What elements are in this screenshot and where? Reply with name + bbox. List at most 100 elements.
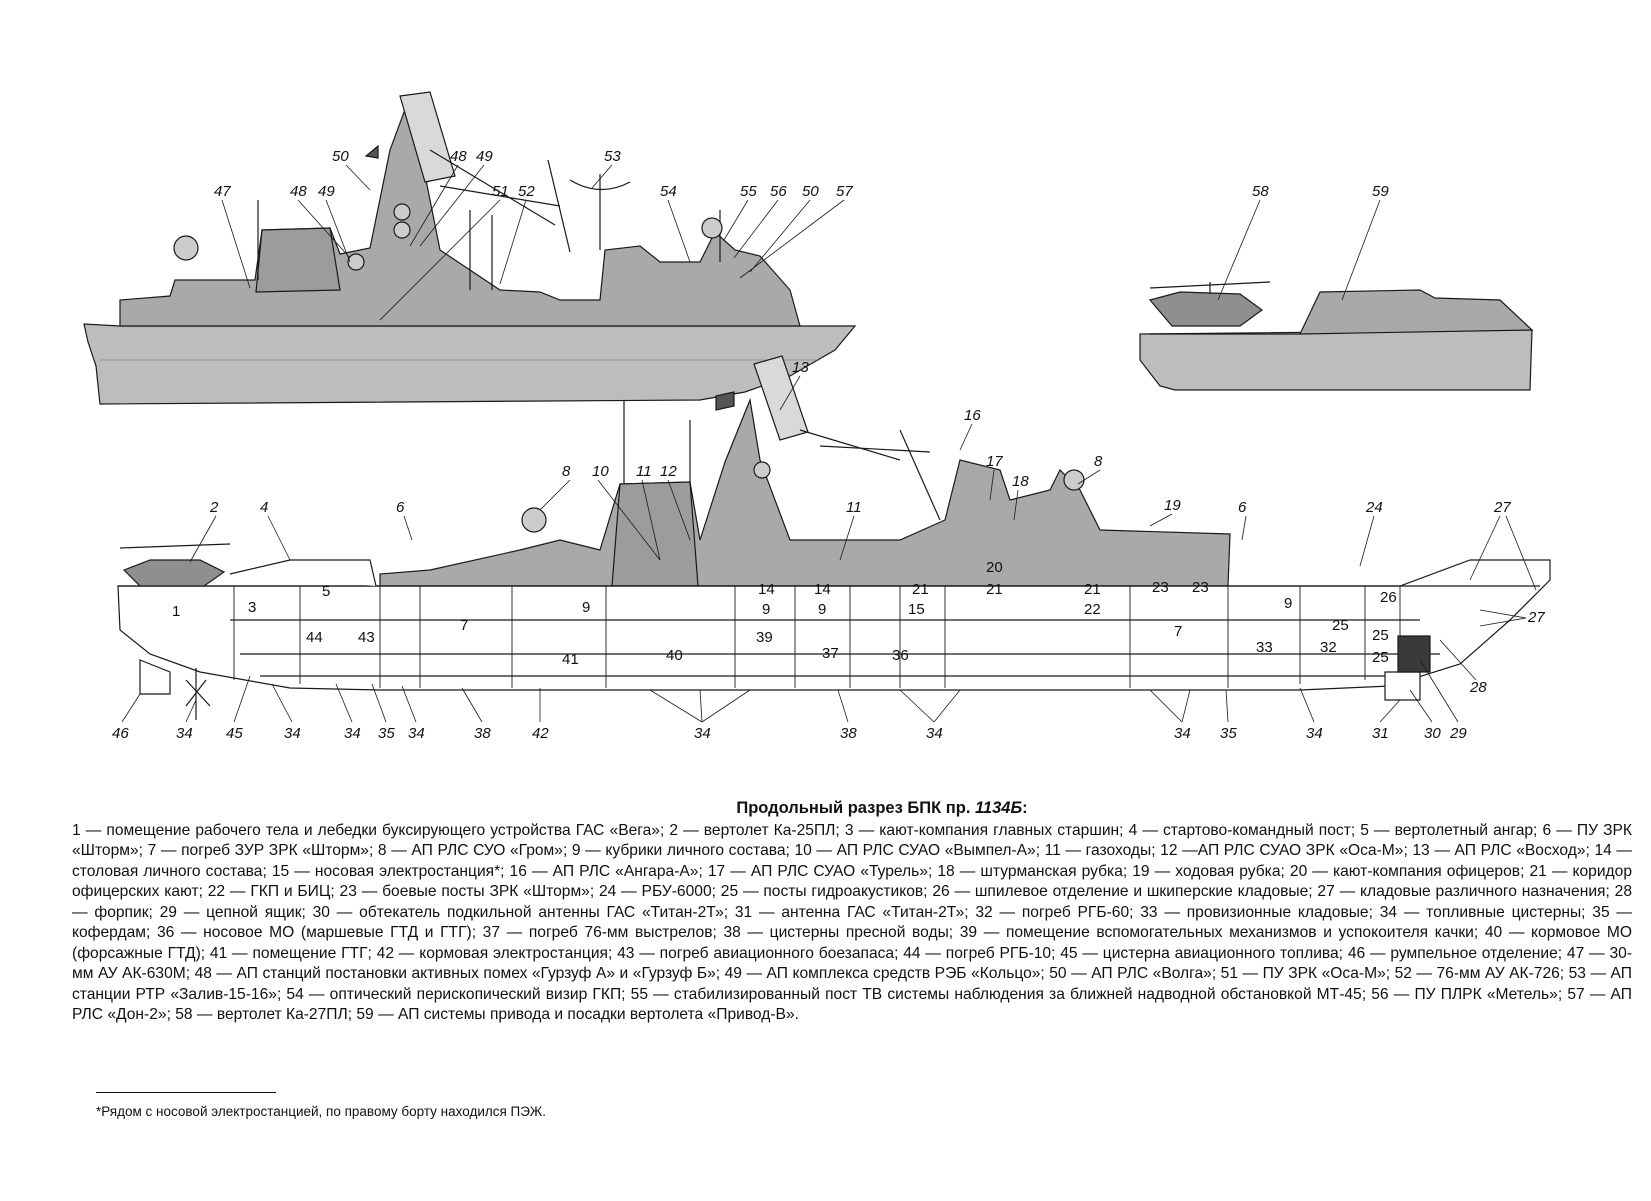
inset-stern-profile — [1139, 281, 1534, 391]
callout-label: 18 — [1012, 473, 1029, 490]
section-hull — [117, 559, 1551, 691]
room-label: 37 — [822, 645, 839, 662]
caption-title-suffix: : — [1022, 799, 1028, 817]
callout-label: 6 — [1238, 499, 1247, 516]
caption: Продольный разрез БПК пр. 1134Б: 1 — пом… — [72, 798, 1632, 1026]
callout-label: 52 — [518, 183, 535, 200]
callout-label: 55 — [740, 183, 757, 200]
callout-label: 45 — [226, 725, 243, 742]
callout-label: 57 — [836, 183, 853, 200]
room-label: 1 — [172, 603, 180, 620]
ship-drawings: 47 48 49 50 48 49 51 52 53 54 55 56 50 5… — [83, 91, 1551, 742]
room-label: 44 — [306, 629, 323, 646]
section-helicopter — [122, 559, 226, 587]
callout-label: 17 — [986, 453, 1003, 470]
callout-label: 56 — [770, 183, 787, 200]
callout-label: 4 — [260, 499, 268, 516]
room-label: 32 — [1320, 639, 1337, 656]
room-label: 9 — [762, 601, 770, 618]
inset-hull — [1139, 329, 1533, 391]
callout-label: 34 — [1306, 725, 1323, 742]
callout-label: 48 — [290, 183, 307, 200]
callout-label: 38 — [840, 725, 857, 742]
callout-label: 19 — [1164, 497, 1181, 514]
callout-label: 48 — [450, 148, 467, 165]
callout-label: 24 — [1365, 499, 1383, 516]
callout-label: 2 — [209, 499, 219, 516]
room-label: 3 — [248, 599, 256, 616]
room-label: 21 — [986, 581, 1003, 598]
callout-label: 13 — [792, 359, 809, 376]
callout-label: 35 — [378, 725, 395, 742]
top-profile-superstructure — [119, 93, 801, 327]
room-label: 25 — [1372, 627, 1389, 644]
callout-label: 46 — [112, 725, 129, 742]
callout-label: 12 — [660, 463, 677, 480]
callout-label: 47 — [214, 183, 231, 200]
footnote: *Рядом с носовой электростанцией, по пра… — [96, 1104, 547, 1119]
room-label: 21 — [1084, 581, 1101, 598]
room-label: 36 — [892, 647, 909, 664]
callout-label: 11 — [846, 499, 862, 516]
section-callouts: 13 16 17 18 8 10 11 12 2 4 6 8 11 19 6 2… — [112, 359, 1545, 742]
callout-label: 27 — [1493, 499, 1511, 516]
callout-label: 34 — [1174, 725, 1191, 742]
inset-superstructure — [1299, 289, 1534, 335]
section-room-numbers: 1 3 5 44 43 7 9 41 40 14 9 39 14 9 37 21… — [172, 559, 1397, 668]
section-propeller — [185, 668, 211, 720]
callout-label: 35 — [1220, 725, 1237, 742]
callout-label: 34 — [176, 725, 193, 742]
room-label: 5 — [322, 583, 330, 600]
caption-title-prefix: Продольный разрез БПК пр. — [736, 799, 975, 817]
room-label: 39 — [756, 629, 773, 646]
section-drawing — [117, 355, 1551, 720]
caption-title: Продольный разрез БПК пр. 1134Б: — [72, 798, 1632, 819]
top-profile-flag — [364, 144, 379, 159]
room-label: 23 — [1192, 579, 1209, 596]
top-profile-callouts: 47 48 49 50 48 49 51 52 53 54 55 56 50 5… — [214, 148, 853, 321]
room-label: 22 — [1084, 601, 1101, 618]
room-label: 33 — [1256, 639, 1273, 656]
section-superstructure — [379, 397, 1231, 587]
callout-label: 58 — [1252, 183, 1269, 200]
callout-label: 49 — [476, 148, 493, 165]
callout-label: 16 — [964, 407, 981, 424]
caption-legend: 1 — помещение рабочего тела и лебедки бу… — [72, 821, 1632, 1024]
callout-label: 11 — [636, 463, 652, 480]
callout-label: 59 — [1372, 183, 1389, 200]
room-label: 43 — [358, 629, 375, 646]
callout-label: 42 — [532, 725, 549, 742]
room-label: 20 — [986, 559, 1003, 576]
room-label: 7 — [460, 617, 468, 634]
callout-label: 50 — [332, 148, 349, 165]
callout-label: 51 — [492, 183, 509, 200]
callout-label: 34 — [408, 725, 425, 742]
callout-label: 29 — [1449, 725, 1467, 742]
footnote-rule — [96, 1092, 276, 1093]
callout-label: 34 — [344, 725, 361, 742]
callout-label: 53 — [604, 148, 621, 165]
inset-callouts: 58 59 — [1217, 183, 1389, 301]
section-flag — [715, 391, 735, 411]
callout-label: 10 — [592, 463, 609, 480]
callout-label: 27 — [1527, 609, 1545, 626]
room-label: 9 — [818, 601, 826, 618]
top-profile-mast-radar — [399, 91, 456, 183]
callout-label: 54 — [660, 183, 677, 200]
room-label: 9 — [1284, 595, 1292, 612]
callout-label: 6 — [396, 499, 405, 516]
callout-label: 8 — [562, 463, 571, 480]
room-label: 40 — [666, 647, 683, 664]
room-label: 41 — [562, 651, 579, 668]
room-label: 7 — [1174, 623, 1182, 640]
inset-helicopter — [1148, 291, 1264, 327]
callout-label: 49 — [318, 183, 335, 200]
callout-label: 31 — [1372, 725, 1389, 742]
callout-label: 8 — [1094, 453, 1103, 470]
room-label: 25 — [1332, 617, 1349, 634]
room-label: 21 — [912, 581, 929, 598]
callout-label: 50 — [802, 183, 819, 200]
callout-label: 34 — [926, 725, 943, 742]
callout-label: 34 — [694, 725, 711, 742]
